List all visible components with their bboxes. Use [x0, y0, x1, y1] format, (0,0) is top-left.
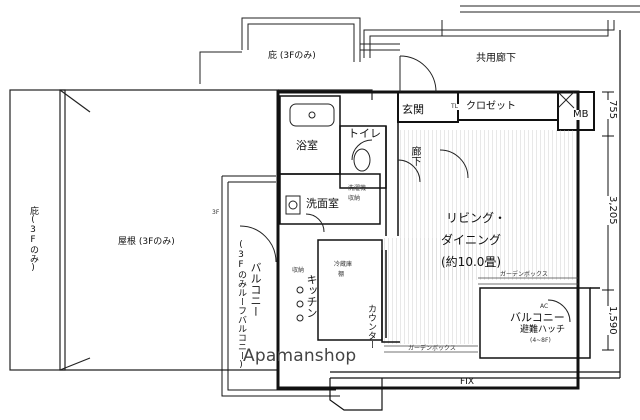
counter-outline [381, 250, 400, 343]
roof-balcony-label: (3Fのみルーフバルコニー) [236, 240, 246, 370]
refrigerator-label: 冷蔵庫 [334, 261, 353, 268]
evac-hatch-label: 避難ハッチ [520, 325, 566, 335]
door-swings [239, 55, 571, 323]
watermark: Apamanshop [243, 346, 357, 366]
dimension-1: 755 [606, 100, 618, 120]
corridor-label: 廊下 [409, 146, 420, 166]
wash-basin [285, 195, 301, 215]
storage-label: 収納 [348, 195, 361, 202]
mb-cross [557, 91, 575, 109]
toilet-bowl [353, 148, 371, 172]
dimension-2: 3,205 [606, 196, 618, 225]
living-label-3: (約10.0畳) [441, 255, 502, 269]
stove [296, 286, 304, 322]
washer-label: 洗濯機 [348, 185, 367, 192]
washroom-label: 洗面室 [306, 197, 339, 210]
shelf-label: 棚 [338, 271, 345, 278]
kitchen-floor [384, 238, 476, 344]
entrance-label: 玄関 [402, 103, 424, 116]
garden-box-label: ガーデンボックス [500, 271, 548, 278]
balcony-right-label: バルコニー [510, 311, 565, 324]
common-corridor-label: 共用廊下 [476, 53, 516, 64]
shelf-left-label: 3F [212, 209, 220, 216]
balcony-right-outline [479, 287, 600, 359]
storage-label-2: 収納 [292, 267, 305, 274]
bath-label: 浴室 [296, 139, 318, 152]
evac-floors-label: (4~8F) [530, 337, 551, 344]
bathtub [289, 103, 335, 127]
fix-outline [329, 30, 621, 411]
mb-label: MB [572, 109, 590, 120]
tl-label: TL [450, 103, 460, 110]
closet-label: クロゼット [466, 101, 516, 112]
eaves-top-label: 庇 (3Fのみ) [268, 51, 316, 61]
kitchen-label: キッチン [305, 274, 318, 318]
counter-label: カウンター [366, 304, 376, 349]
dimension-3: 1,590 [606, 306, 618, 335]
balcony-left-outline [221, 175, 340, 397]
ac-label: AC [540, 303, 549, 310]
eaves-left-label: 庇(3Fのみ) [28, 206, 38, 273]
living-label-2: ダイニング [441, 233, 502, 247]
fix-label: FIX [460, 377, 474, 387]
corridor-frame [363, 5, 640, 58]
roof-label: 屋根 (3Fのみ) [118, 237, 175, 247]
toilet-label: トイレ [348, 127, 381, 140]
eaves-top-outline [199, 17, 400, 84]
garden-box-lines [384, 277, 578, 353]
garden-box-label-2: ガーデンボックス [408, 345, 456, 352]
balcony-left-label: バルコニー [249, 262, 262, 317]
living-label-1: リビング・ [446, 211, 507, 225]
